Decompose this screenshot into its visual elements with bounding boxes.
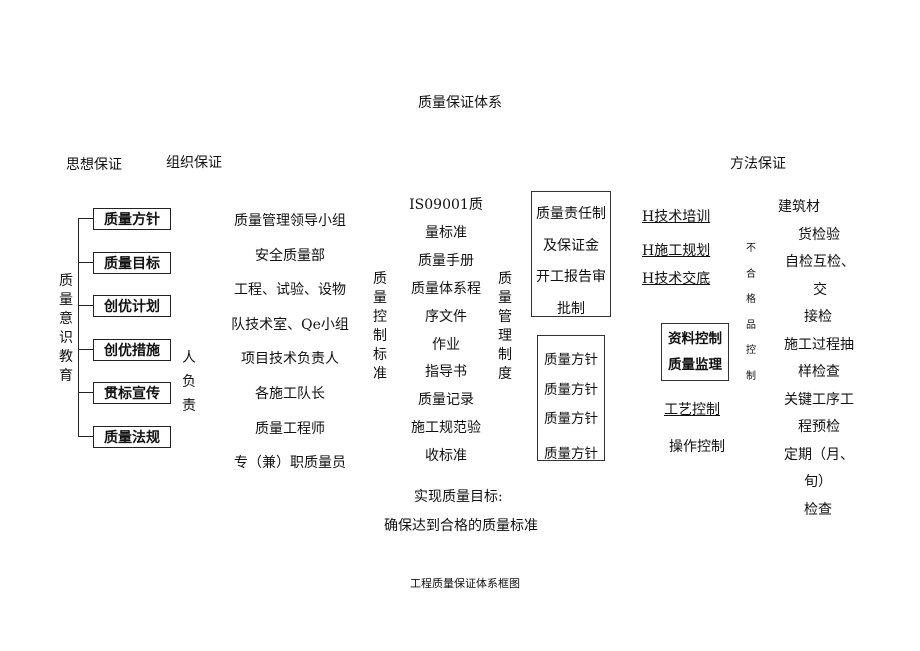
policy-box xyxy=(537,335,605,461)
list-item: 质量体系程 xyxy=(411,280,481,297)
list-item: 各施工队长 xyxy=(255,385,325,402)
thought-item-box: 质量目标 xyxy=(93,252,171,274)
organization-list: 质量管理领导小组 安全质量部 工程、试验、设物 队技术室、Qe小组 项目技术负责… xyxy=(220,204,360,481)
inspection-list: 建筑材 货检验 自检互检、 交 接检 施工过程抽 样检查 关键工序工 程预检 定… xyxy=(770,194,870,524)
list-item: 质量方针 xyxy=(544,411,598,427)
list-item: 资料控制 xyxy=(668,331,722,347)
list-item: 质量记录 xyxy=(418,392,474,409)
list-item: 及保证金 xyxy=(543,237,599,254)
list-item: 质量工程师 xyxy=(255,420,325,437)
header-organization: 组织保证 xyxy=(166,155,222,171)
list-item: H技术交底 xyxy=(642,271,711,287)
list-item: 定期（月、 xyxy=(784,446,854,463)
page-title: 质量保证体系 xyxy=(418,95,502,111)
list-item: 指导书 xyxy=(425,364,467,381)
list-item: 质量方针 xyxy=(544,381,598,398)
process-control-label: 工艺控制 xyxy=(664,402,720,418)
list-item: 施工过程抽 xyxy=(784,336,854,353)
list-item: 队技术室、Qe小组 xyxy=(231,316,349,333)
responsibility-system-list: 质量责任制 及保证金 开工报告审 批制 xyxy=(531,199,611,325)
list-item: 量标准 xyxy=(425,224,467,241)
connector xyxy=(78,305,93,306)
figure-caption: 工程质量保证体系框图 xyxy=(410,577,520,590)
list-item: 序文件 xyxy=(425,308,467,325)
list-item: H技术培训 xyxy=(642,209,711,225)
goal-line-1: 实现质量目标: xyxy=(414,489,503,505)
header-method: 方法保证 xyxy=(730,156,786,172)
list-item: 货检验 xyxy=(798,226,840,243)
thought-vertical-label: 质 量 意 识 教 育 xyxy=(59,273,73,384)
list-item: 质量方针 xyxy=(544,445,598,462)
list-item: 旬） xyxy=(804,474,832,490)
list-item: 工程、试验、设物 xyxy=(234,282,346,299)
list-item: 建筑材 xyxy=(778,199,820,215)
header-thought: 思想保证 xyxy=(66,157,122,173)
list-item: 安全质量部 xyxy=(255,247,325,264)
connector xyxy=(78,392,93,393)
connector xyxy=(78,436,93,437)
list-item: 作业 xyxy=(432,336,460,353)
person-vertical-label: 人 负 责 xyxy=(182,350,196,414)
list-item: 批制 xyxy=(557,300,585,317)
list-item: 项目技术负责人 xyxy=(241,351,339,368)
list-item: IS09001质 xyxy=(409,197,483,213)
list-item: 质量方针 xyxy=(544,352,598,368)
thought-item-box: 质量法规 xyxy=(93,426,171,448)
management-system-vertical-label: 质 量 管 理 制 度 xyxy=(498,271,512,382)
nonconforming-vertical-label: 不 合 格 品 控 制 xyxy=(746,243,756,382)
thought-item-box: 创优计划 xyxy=(93,295,171,317)
list-item: 程预检 xyxy=(798,419,840,435)
list-item: 关键工序工 xyxy=(784,391,854,408)
goal-line-2: 确保达到合格的质量标准 xyxy=(384,518,538,534)
list-item: 检查 xyxy=(804,501,832,518)
list-item: 质量责任制 xyxy=(536,206,606,222)
list-item: 质量手册 xyxy=(418,252,474,269)
list-item: 开工报告审 xyxy=(536,269,606,285)
responsibility-system-box xyxy=(531,191,611,317)
connector xyxy=(78,218,93,219)
connector xyxy=(78,349,93,350)
list-item: 自检互检、 xyxy=(785,254,855,270)
control-standard-list: IS09001质 量标准 质量手册 质量体系程 序文件 作业 指导书 质量记录 … xyxy=(400,192,492,471)
connector xyxy=(78,262,93,263)
operation-control-label: 操作控制 xyxy=(669,439,725,455)
thought-bracket-line xyxy=(78,218,79,436)
list-item: 专（兼）职质量员 xyxy=(234,455,346,472)
control-standard-vertical-label: 质 量 控 制 标 准 xyxy=(373,271,387,382)
list-item: H施工规划 xyxy=(642,243,711,259)
list-item: 施工规范验 xyxy=(411,420,481,437)
technical-list: H技术培训 H施工规划 H技术交底 xyxy=(642,200,710,296)
list-item: 收标准 xyxy=(425,448,467,465)
list-item: 接检 xyxy=(804,309,832,325)
thought-item-box: 质量方针 xyxy=(93,208,171,230)
list-item: 质量监理 xyxy=(668,357,722,373)
monitor-box xyxy=(661,323,729,381)
thought-item-box: 创优措施 xyxy=(93,339,171,361)
policy-list: 质量方针 质量方针 质量方针 质量方针 xyxy=(537,346,605,469)
list-item: 质量管理领导小组 xyxy=(234,213,346,229)
list-item: 样检查 xyxy=(798,364,840,380)
list-item: 交 xyxy=(813,281,827,298)
monitor-list: 资料控制 质量监理 xyxy=(661,326,729,378)
thought-item-box: 贯标宣传 xyxy=(93,382,171,404)
